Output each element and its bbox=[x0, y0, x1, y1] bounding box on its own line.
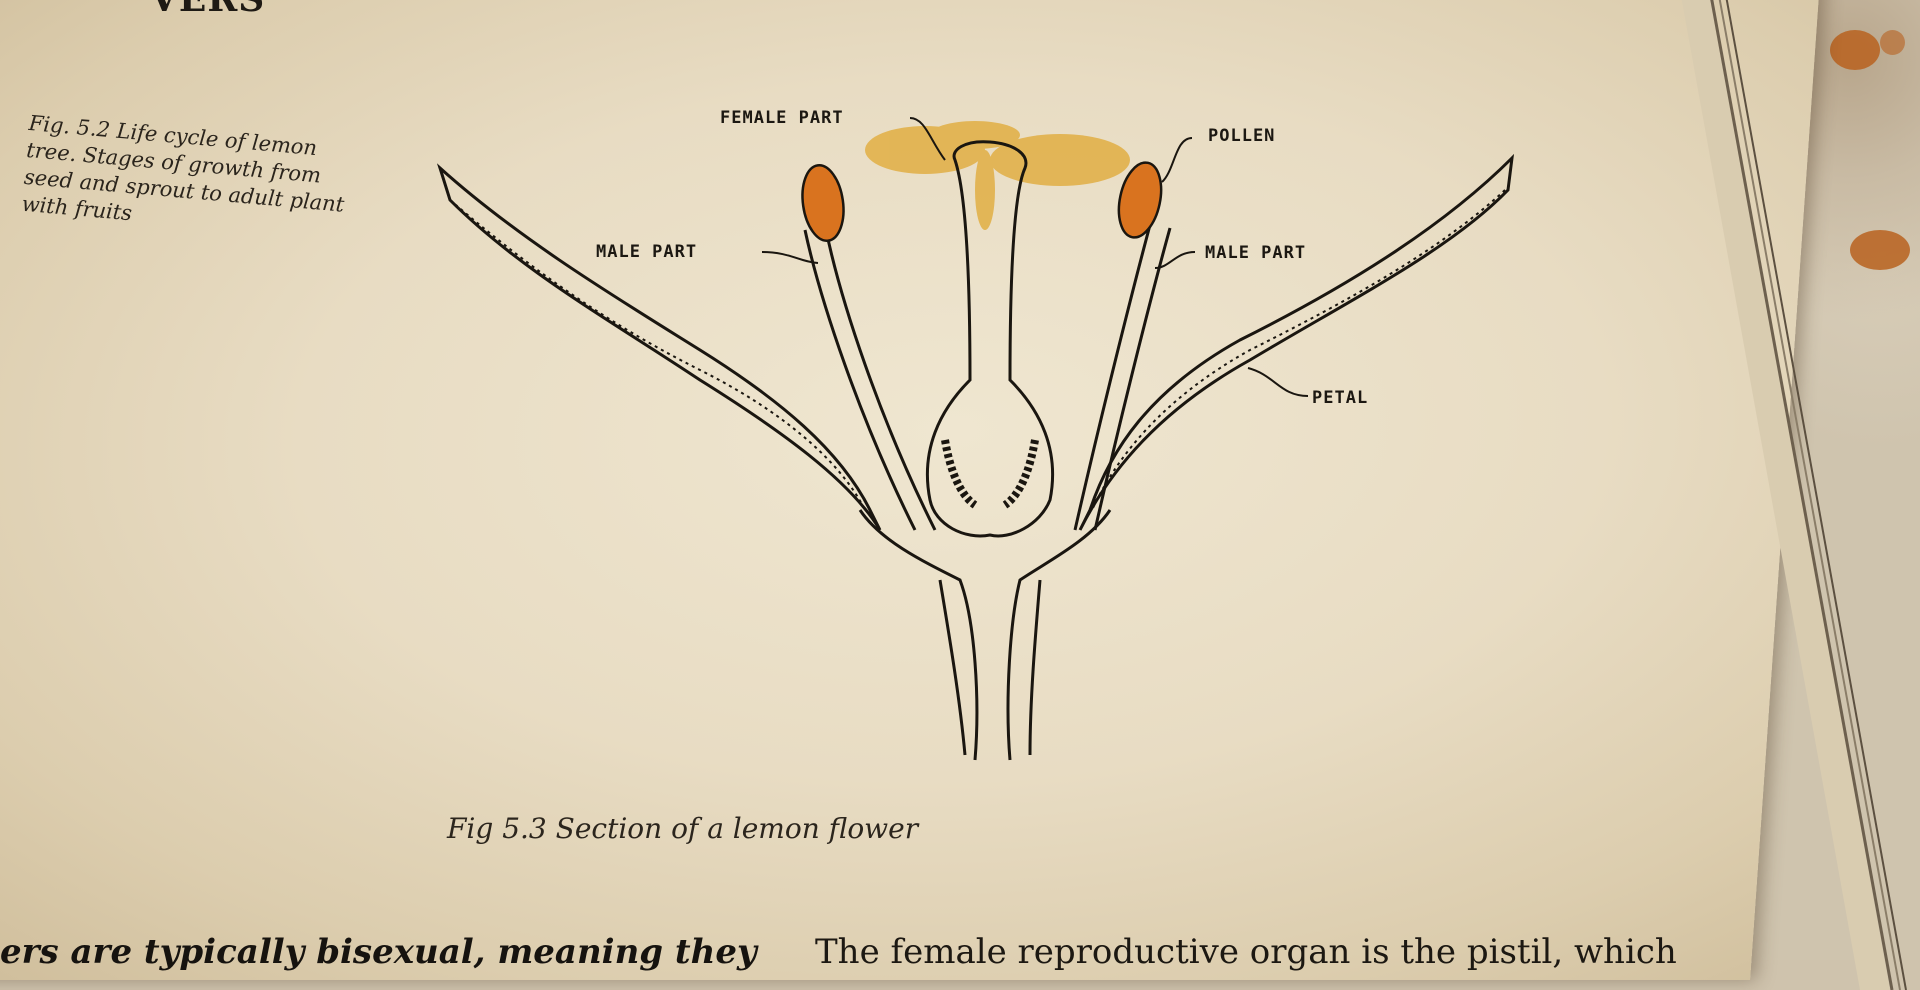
right-stamen-filament bbox=[1073, 224, 1172, 531]
left-petal bbox=[436, 163, 882, 531]
leader-male-right bbox=[1154, 251, 1196, 269]
pistil bbox=[925, 140, 1055, 538]
left-stamen-filament bbox=[803, 224, 937, 531]
pollen-cloud bbox=[865, 121, 1130, 230]
leader-pollen bbox=[1161, 137, 1193, 183]
label-petal: PETAL bbox=[1312, 388, 1369, 408]
body-text-right: The female reproductive organ is the pis… bbox=[815, 932, 1677, 972]
label-male-part-left: MALE PART bbox=[596, 242, 698, 262]
page-content: VERS Fig. 5.2 Life cycle of lemon tree. … bbox=[0, 0, 1677, 972]
leader-male-left bbox=[761, 251, 819, 264]
figure-caption: Fig 5.3 Section of a lemon flower bbox=[447, 812, 919, 845]
label-pollen: POLLEN bbox=[1208, 126, 1276, 146]
chapter-title: VERS bbox=[150, 0, 265, 20]
body-text-left: ers are typically bisexual, meaning they bbox=[0, 932, 757, 972]
lemon-flower-diagram bbox=[436, 117, 1515, 761]
receptacle bbox=[858, 509, 1112, 761]
leader-petal bbox=[1247, 367, 1309, 397]
left-anther bbox=[801, 164, 845, 242]
leader-female-part bbox=[909, 117, 946, 161]
right-anther bbox=[1117, 161, 1163, 239]
label-female-part: FEMALE PART bbox=[720, 108, 844, 128]
label-male-part-right: MALE PART bbox=[1205, 243, 1307, 263]
stem bbox=[938, 579, 1042, 756]
right-petal bbox=[1078, 153, 1515, 531]
